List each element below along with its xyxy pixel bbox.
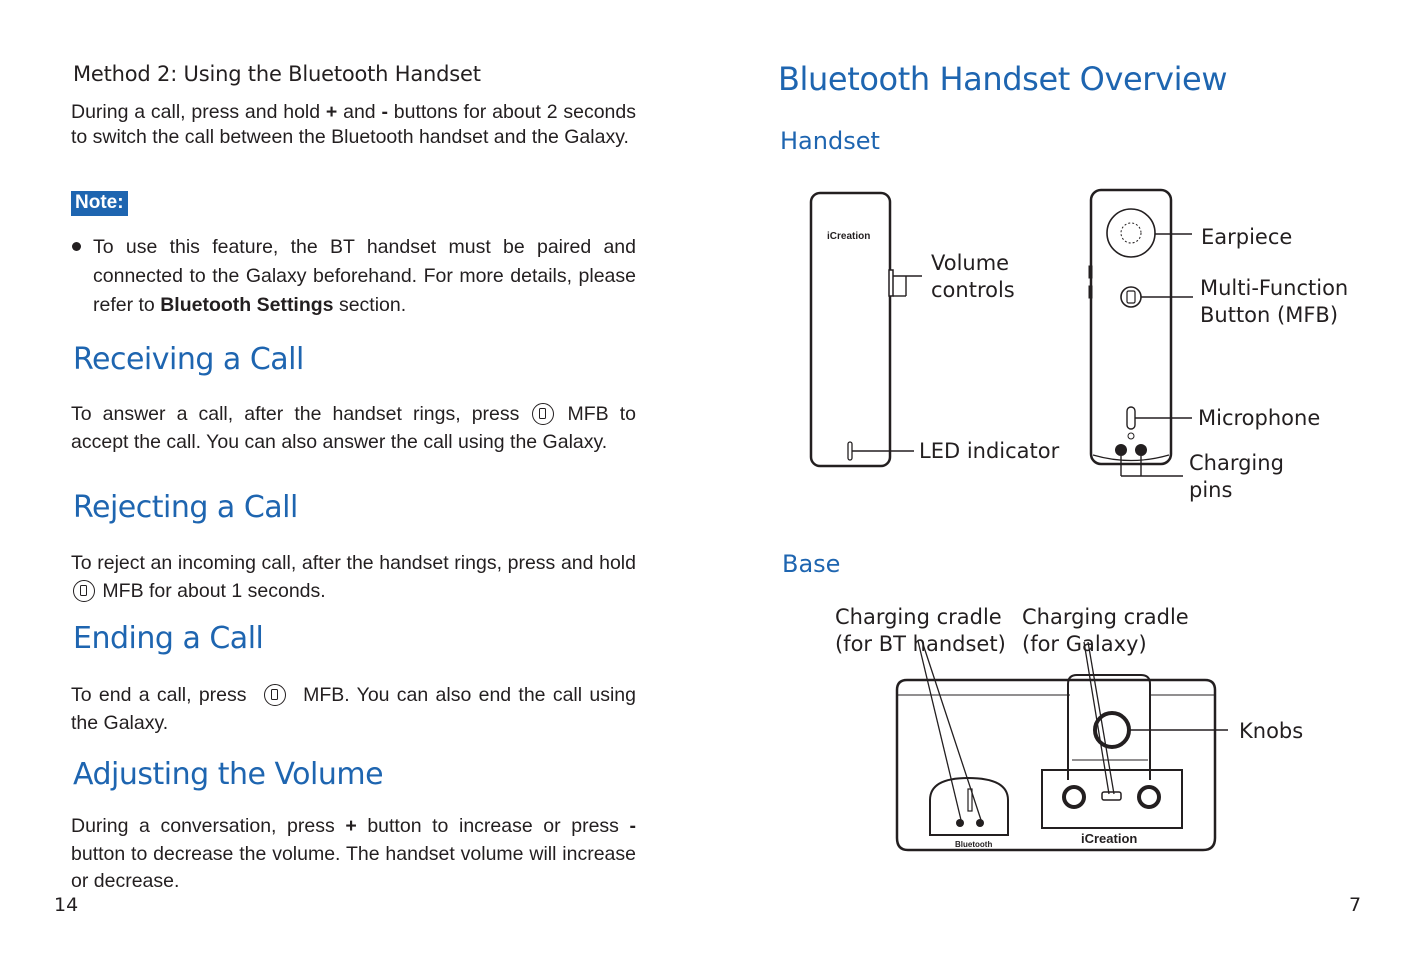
label-cradle-bt: Charging cradle (for BT handset) bbox=[835, 604, 1006, 658]
minus-symbol: - bbox=[629, 815, 637, 837]
text-segment: button to decrease the volume. The hands… bbox=[71, 842, 636, 893]
plus-symbol: + bbox=[325, 101, 338, 123]
charging-pin-icon bbox=[1135, 444, 1147, 456]
page-number-right: 7 bbox=[1349, 894, 1362, 916]
label-earpiece: Earpiece bbox=[1201, 225, 1293, 249]
label-charging-pins: Charging pins bbox=[1189, 450, 1284, 504]
label-line: controls bbox=[931, 278, 1015, 302]
label-mfb: Multi-Function Button (MFB) bbox=[1200, 275, 1348, 329]
rejecting-heading: Rejecting a Call bbox=[73, 490, 298, 525]
text-segment: and bbox=[337, 101, 382, 123]
handset-section-title: Handset bbox=[780, 127, 880, 155]
note-paragraph: To use this feature, the BT handset must… bbox=[93, 233, 636, 320]
label-microphone: Microphone bbox=[1198, 406, 1321, 430]
method-title: Method 2: Using the Bluetooth Handset bbox=[73, 62, 481, 86]
base-illustration bbox=[895, 640, 1228, 852]
earpiece-icon bbox=[1120, 222, 1142, 244]
volume-heading: Adjusting the Volume bbox=[73, 757, 384, 792]
charging-pin-icon bbox=[1115, 444, 1127, 456]
label-line: Button (MFB) bbox=[1200, 303, 1339, 327]
label-line: Charging cradle bbox=[835, 605, 1002, 629]
volume-paragraph: During a conversation, press + button to… bbox=[71, 813, 636, 896]
method-paragraph: During a call, press and hold + and - bu… bbox=[71, 100, 636, 150]
mfb-button-icon bbox=[263, 684, 286, 706]
receiving-paragraph: To answer a call, after the handset ring… bbox=[71, 400, 636, 456]
label-line: Volume bbox=[931, 251, 1010, 275]
label-knobs: Knobs bbox=[1239, 719, 1304, 743]
label-cradle-galaxy: Charging cradle (for Galaxy) bbox=[1022, 604, 1189, 658]
knob-icon bbox=[1062, 785, 1086, 809]
ending-heading: Ending a Call bbox=[73, 621, 264, 656]
text-segment: To use this feature, the BT handset must… bbox=[93, 236, 636, 316]
label-volume-controls: Volume controls bbox=[931, 250, 1015, 304]
text-segment: section. bbox=[333, 294, 407, 316]
bluetooth-logo: Bluetooth bbox=[955, 840, 992, 849]
knob-icon bbox=[1137, 785, 1161, 809]
label-line: Multi-Function bbox=[1200, 276, 1349, 300]
note-badge: Note: bbox=[71, 191, 128, 216]
minus-symbol: - bbox=[381, 101, 388, 123]
text-segment: button to increase or press bbox=[356, 815, 630, 837]
overview-title: Bluetooth Handset Overview bbox=[778, 60, 1228, 98]
label-line: Charging bbox=[1189, 451, 1284, 475]
handset-front-illustration bbox=[1088, 188, 1193, 477]
text-segment: To end a call, press bbox=[71, 684, 254, 706]
text-segment: To reject an incoming call, after the ha… bbox=[71, 552, 636, 574]
label-line: (for BT handset) bbox=[835, 632, 1006, 656]
text-segment: To answer a call, after the handset ring… bbox=[71, 403, 531, 425]
handset-logo: iCreation bbox=[827, 231, 870, 242]
handset-side-illustration bbox=[809, 191, 922, 468]
text-segment: During a conversation, press bbox=[71, 815, 346, 837]
bullet-icon bbox=[72, 242, 81, 251]
rejecting-paragraph: To reject an incoming call, after the ha… bbox=[71, 549, 636, 605]
label-line: (for Galaxy) bbox=[1022, 632, 1147, 656]
bluetooth-settings-ref: Bluetooth Settings bbox=[160, 294, 334, 316]
mfb-button-icon bbox=[532, 403, 555, 425]
text-segment: MFB for about 1 seconds. bbox=[97, 580, 326, 602]
page-number-left: 14 bbox=[54, 894, 79, 916]
microphone-icon bbox=[1126, 406, 1136, 430]
text-segment: MFB. You can also end the call using the… bbox=[71, 684, 636, 734]
label-line: Charging cradle bbox=[1022, 605, 1189, 629]
mfb-icon bbox=[1120, 286, 1142, 308]
plus-symbol: + bbox=[345, 815, 357, 837]
label-line: pins bbox=[1189, 478, 1233, 502]
ending-paragraph: To end a call, press MFB. You can also e… bbox=[71, 681, 636, 737]
text-segment: MFB to accept the call. You can also ans… bbox=[71, 403, 637, 453]
text-segment: buttons for about 2 seconds to switch th… bbox=[71, 101, 636, 148]
receiving-heading: Receiving a Call bbox=[73, 342, 304, 377]
text-segment: During a call, press and hold bbox=[71, 101, 326, 123]
base-section-title: Base bbox=[782, 550, 841, 578]
base-logo: iCreation bbox=[1081, 831, 1137, 846]
mfb-button-icon bbox=[73, 580, 95, 602]
label-led-indicator: LED indicator bbox=[919, 439, 1060, 463]
